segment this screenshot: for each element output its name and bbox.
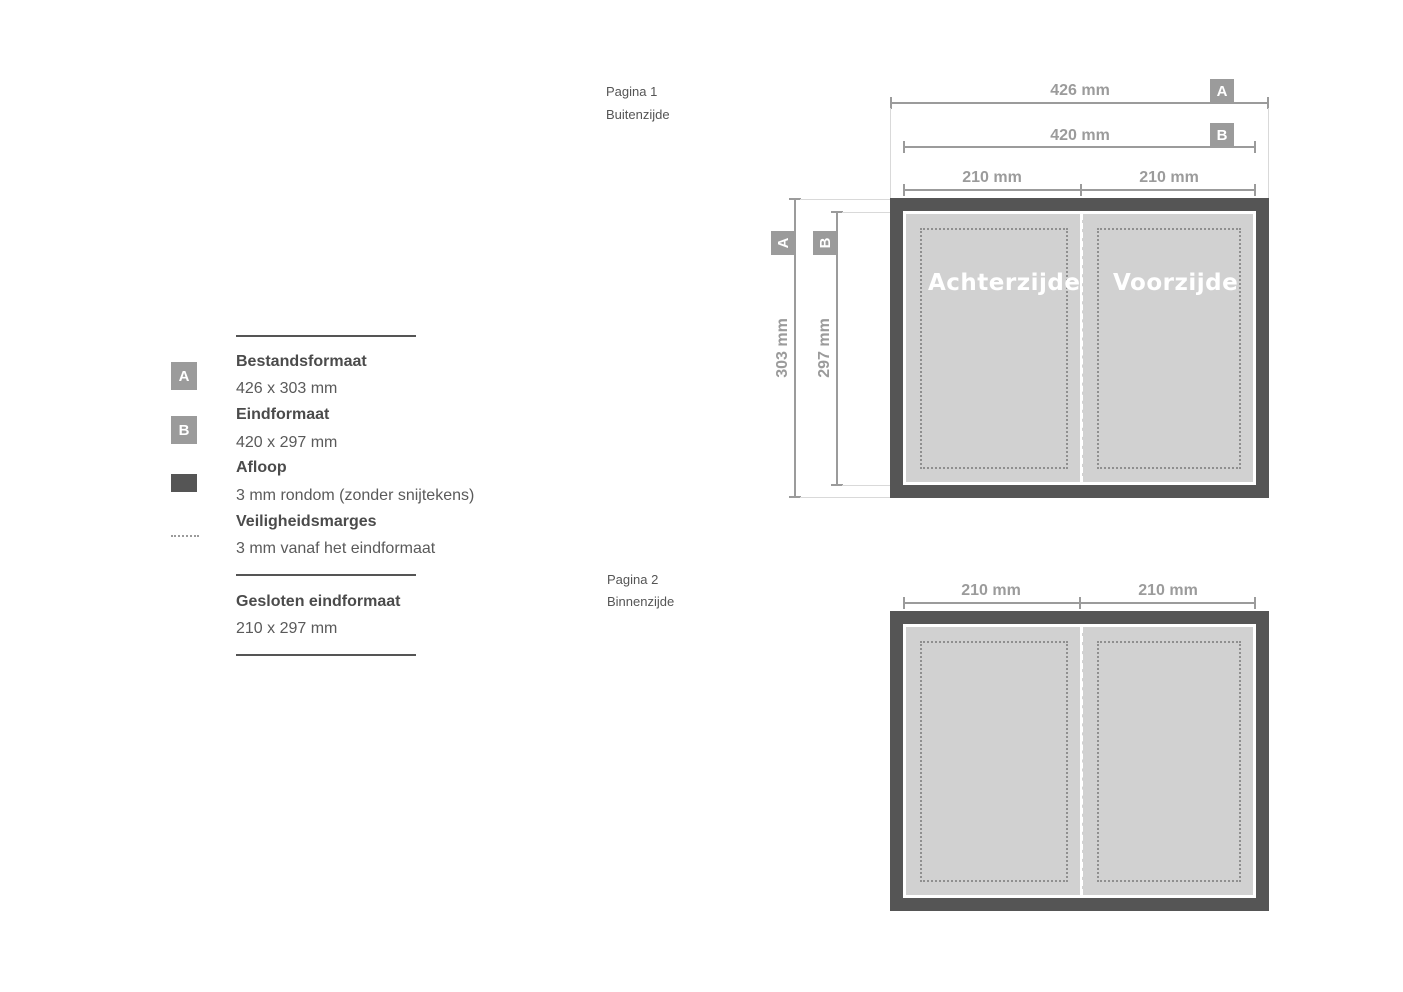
bleed-swatch-icon	[171, 474, 197, 492]
page1-dim-b-height-ext-bottom	[842, 485, 890, 486]
legend-bottom-rule	[236, 654, 416, 656]
page2-sublabel: Binnenzijde	[607, 594, 675, 609]
legend-text-bestandsformaat: 426 x 303 mm	[236, 380, 338, 397]
page1-dim-a-tick-right	[1267, 97, 1269, 109]
page2-safe-margin-right	[1097, 641, 1241, 882]
page1-dim-a-ext-right	[1268, 108, 1269, 198]
legend-middle-rule	[236, 574, 416, 576]
page1-badge-b-top: B	[1210, 123, 1234, 147]
page1-dim-b-tick-right	[1254, 141, 1256, 153]
legend-title-afloop: Afloop	[236, 459, 287, 476]
page1-dim-b-height-line	[836, 212, 838, 485]
page1-dim-panels-tick-left	[903, 184, 905, 196]
page1-dim-a-ext-left	[890, 108, 891, 198]
legend-text-afloop: 3 mm rondom (zonder snijtekens)	[236, 487, 475, 504]
page1-safe-margin-right	[1097, 228, 1241, 469]
page1-dim-b-tick-left	[903, 141, 905, 153]
page1-dim-b-width: 420 mm	[1050, 127, 1110, 144]
page1-label: Pagina 1	[606, 84, 658, 99]
page2-fold-line	[1080, 627, 1083, 895]
page2-panel-left	[906, 627, 1080, 895]
page2-safe-margin-left	[920, 641, 1068, 882]
page1-dim-a-height-tick-bottom	[789, 496, 801, 498]
legend-top-rule	[236, 335, 416, 337]
page1-dim-left-panel: 210 mm	[962, 169, 1022, 186]
page2-dim-right-panel: 210 mm	[1138, 582, 1198, 599]
legend-text-veiligheidsmarges: 3 mm vanaf het eindformaat	[236, 540, 436, 557]
page1-panel-right-title: Voorzijde	[1113, 270, 1239, 296]
page1-dim-a-height-ext-top	[800, 199, 890, 200]
legend-title-eindformaat: Eindformaat	[236, 406, 330, 423]
legend-badge-b: B	[171, 416, 197, 444]
page1-dim-b-height-ext-top	[842, 212, 890, 213]
page1-dim-panels-line	[904, 189, 1255, 191]
page1-dim-b-height-tick-top	[831, 211, 843, 213]
page1-badge-a-top: A	[1210, 79, 1234, 103]
legend-title-veiligheidsmarges: Veiligheidsmarges	[236, 513, 377, 530]
page1-sublabel: Buitenzijde	[606, 107, 670, 122]
page2-dim-left-panel: 210 mm	[961, 582, 1021, 599]
page1-dim-a-height-tick-top	[789, 198, 801, 200]
page1-dim-a-height: 303 mm	[774, 318, 791, 378]
legend-badge-a: A	[171, 362, 197, 390]
page2-label: Pagina 2	[607, 572, 659, 587]
page2-dim-panels-tick-mid	[1079, 597, 1081, 609]
page1-dim-right-panel: 210 mm	[1139, 169, 1199, 186]
page1-safe-margin-left	[920, 228, 1068, 469]
page1-dim-panels-tick-right	[1254, 184, 1256, 196]
page1-dim-a-line	[891, 102, 1268, 104]
page2-bleed-area	[890, 611, 1269, 911]
page1-bleed-area: Achterzijde Voorzijde	[890, 198, 1269, 498]
page1-dim-b-height-tick-bottom	[831, 484, 843, 486]
page1-dim-a-width: 426 mm	[1050, 82, 1110, 99]
page2-panel-right	[1082, 627, 1253, 895]
legend-title-bestandsformaat: Bestandsformaat	[236, 353, 367, 370]
page1-dim-a-height-ext-bottom	[800, 497, 890, 498]
page1-badge-a-side: A	[771, 231, 795, 255]
page1-panel-left	[906, 214, 1080, 482]
page1-badge-b-side: B	[813, 231, 837, 255]
page1-dim-b-height: 297 mm	[816, 318, 833, 378]
page1-dim-a-height-line	[794, 199, 796, 497]
page2-dim-panels-tick-right	[1254, 597, 1256, 609]
legend-text-gesloten-eindformaat: 210 x 297 mm	[236, 620, 338, 637]
page1-dim-b-line	[904, 146, 1255, 148]
legend-title-gesloten-eindformaat: Gesloten eindformaat	[236, 593, 401, 610]
page1-dim-panels-tick-mid	[1080, 184, 1082, 196]
safety-margin-dots-icon	[171, 535, 199, 537]
page1-panel-left-title: Achterzijde	[928, 270, 1081, 296]
page2-dim-panels-tick-left	[903, 597, 905, 609]
legend-text-eindformaat: 420 x 297 mm	[236, 434, 338, 451]
page1-panel-right	[1082, 214, 1253, 482]
page1-fold-line	[1080, 214, 1083, 482]
page1-dim-a-tick-left	[890, 97, 892, 109]
